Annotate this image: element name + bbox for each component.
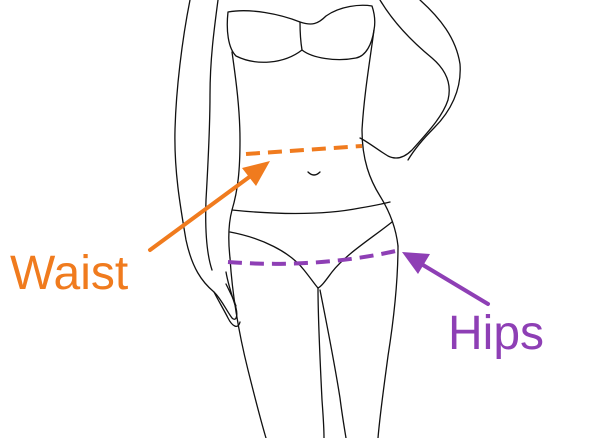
bra-center-detail	[299, 21, 303, 51]
navel	[307, 171, 321, 176]
hips-arrow-shaft	[416, 260, 490, 306]
torso-right-outline	[361, 29, 399, 247]
left-hand-outline	[213, 283, 241, 327]
hips-measurement-line	[227, 248, 401, 266]
left-leg-outer-outline	[229, 257, 267, 438]
left-arm-inner-outline	[205, 0, 219, 271]
right-arm-inner-outline	[407, 0, 461, 161]
waist-label: Waist	[10, 247, 129, 300]
hips-label: Hips	[448, 307, 545, 360]
bra-outline	[226, 4, 376, 63]
panties-right-leg-outline	[317, 221, 393, 289]
right-leg-inner-outline	[319, 289, 347, 438]
right-arm-outline	[359, 0, 450, 159]
right-leg-outer-outline	[377, 245, 399, 438]
body-silhouette	[174, 0, 461, 438]
left-arm-outline	[174, 0, 238, 320]
torso-left-outline	[228, 51, 241, 259]
waist-measurement-line	[245, 144, 363, 156]
left-leg-inner-outline	[317, 287, 325, 438]
waist-arrow-shaft	[148, 173, 254, 252]
panties-left-leg-outline	[229, 231, 319, 289]
panties-top-outline	[231, 201, 391, 215]
hips-arrow-head-icon	[402, 252, 430, 274]
waist-arrow-head-icon	[242, 161, 270, 186]
